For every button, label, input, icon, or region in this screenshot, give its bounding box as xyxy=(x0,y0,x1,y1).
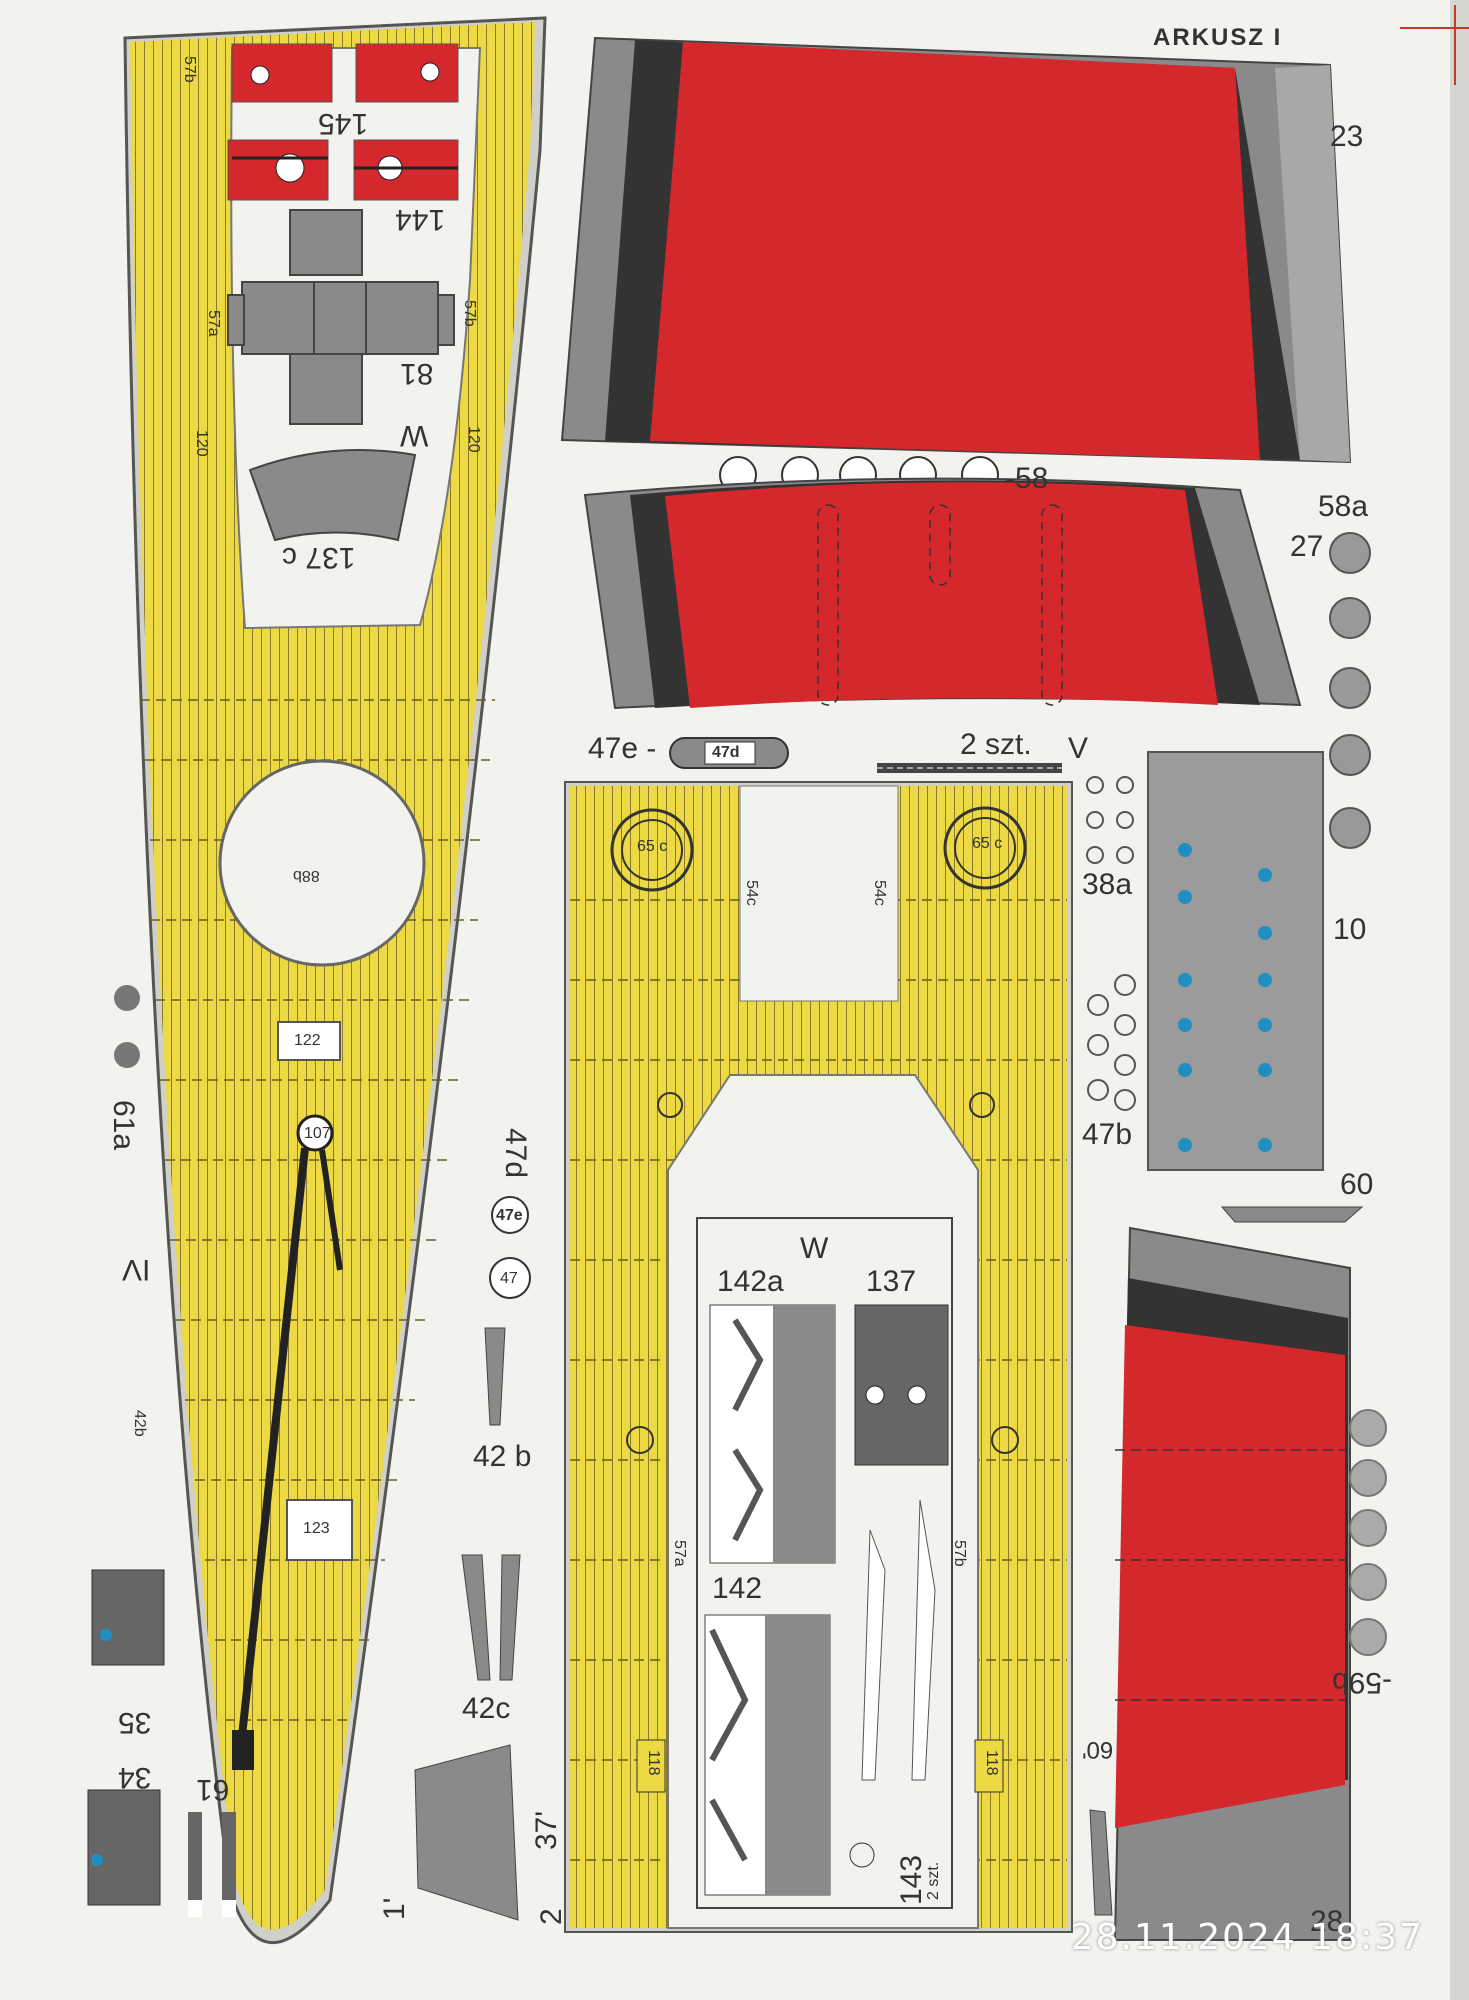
label-38a: 38a xyxy=(1082,868,1133,901)
sheet-title: ARKUSZ I xyxy=(1153,24,1283,51)
label-137c: 137 c xyxy=(282,541,356,574)
label-47-circle: 47 xyxy=(500,1270,518,1287)
part-37 xyxy=(414,1744,519,1921)
label-144: 144 xyxy=(395,203,446,236)
label-34: 34 xyxy=(118,1761,152,1794)
label-60-prime: 60' xyxy=(1082,1736,1114,1763)
circle-part-88b xyxy=(218,759,426,967)
label-143: 143 xyxy=(895,1854,928,1905)
small-rings xyxy=(1086,776,1136,1111)
label-47b: 47b xyxy=(1082,1118,1133,1151)
label-10: 10 xyxy=(1333,913,1367,946)
label-118-right: 118 xyxy=(983,1750,1000,1776)
label-122: 122 xyxy=(294,1032,321,1049)
label-42b-left: 42b xyxy=(131,1410,148,1437)
part-42b xyxy=(484,1327,506,1426)
label-107: 107 xyxy=(304,1125,331,1142)
label-60: 60 xyxy=(1340,1168,1374,1201)
label-120-right: 120 xyxy=(465,426,482,453)
disc-47 xyxy=(489,1257,531,1299)
part-42c-a xyxy=(461,1554,491,1681)
label-42b: 42 b xyxy=(473,1440,532,1473)
label-2: 2 xyxy=(535,1908,568,1925)
photo-timestamp: 28.11.2024 18:37 xyxy=(1070,1917,1424,1958)
label-47d-big: 47d xyxy=(499,1128,532,1179)
box-123 xyxy=(286,1499,353,1561)
label-2szt: 2 szt. xyxy=(960,728,1032,761)
strip-60-prime xyxy=(1089,1809,1113,1916)
label-88b: 88b xyxy=(293,867,320,884)
disc-61a-1 xyxy=(114,985,140,1011)
chain-line xyxy=(232,1114,343,1770)
registration-mark xyxy=(1400,5,1469,85)
label-61: 61 xyxy=(196,1773,230,1806)
label-57a: 57a xyxy=(671,1540,688,1567)
label-142a: 142a xyxy=(717,1265,784,1298)
strip-61-b xyxy=(222,1812,236,1917)
label-137: 137 xyxy=(866,1265,917,1298)
label-27: 27 xyxy=(1290,530,1324,563)
gray-box-part xyxy=(227,209,455,425)
label-47e: 47e - xyxy=(588,732,657,765)
inner-panel-w xyxy=(696,1217,953,1909)
label-81: 81 xyxy=(400,357,434,390)
label-57b-top: 57b xyxy=(461,300,478,327)
label-123: 123 xyxy=(303,1520,330,1537)
label-142: 142 xyxy=(712,1572,763,1605)
label-35: 35 xyxy=(118,1706,152,1739)
label-54c-left: 54c xyxy=(743,880,760,906)
label-23: 23 xyxy=(1330,120,1364,153)
label-2szt-small: 2 szt. xyxy=(925,1861,942,1900)
discs-59b xyxy=(1349,1409,1387,1656)
label-54c-right: 54c xyxy=(871,880,888,906)
label-145: 145 xyxy=(318,107,369,140)
label-65c-left: 65 c xyxy=(637,838,668,855)
label-w-lower: W xyxy=(800,1232,829,1265)
strip-60 xyxy=(1220,1206,1364,1223)
label-1: 1' xyxy=(378,1897,411,1920)
box-122 xyxy=(277,1021,341,1061)
label-37: 37' xyxy=(530,1810,563,1850)
label-47d-small: 47d xyxy=(712,744,740,761)
hull-part-23 xyxy=(560,36,1352,464)
label-42c: 42c xyxy=(462,1692,511,1725)
label-120-left: 120 xyxy=(193,430,210,457)
disc-47e xyxy=(491,1196,529,1234)
plate-10 xyxy=(1147,751,1324,1171)
label-28: 28 xyxy=(1310,1905,1344,1938)
label-57b-corner: 57b xyxy=(181,56,198,83)
label-65c-right: 65 c xyxy=(972,835,1003,852)
disc-61a-2 xyxy=(114,1042,140,1068)
part-42c-b xyxy=(499,1554,521,1681)
label-59b: -59b xyxy=(1332,1666,1393,1699)
label-61a: 61a xyxy=(107,1100,140,1151)
label-47e-circle: 47e xyxy=(496,1207,523,1224)
label-58a: 58a xyxy=(1318,490,1369,523)
strip-v xyxy=(877,763,1062,773)
label-v: V xyxy=(1068,732,1089,765)
label-118-left: 118 xyxy=(645,1750,662,1776)
plate-35 xyxy=(91,1569,165,1666)
link-47d xyxy=(669,737,789,769)
label-58: -58 xyxy=(1005,462,1049,495)
label-57a-top: 57a xyxy=(205,310,222,337)
hull-part-28 xyxy=(1113,1226,1351,1941)
hull-part-27 xyxy=(583,477,1302,710)
label-57b: 57b xyxy=(951,1540,968,1567)
curved-part-137c xyxy=(248,449,417,542)
discs-58a xyxy=(1329,532,1371,849)
strip-61-a xyxy=(188,1812,202,1917)
label-w-upper: W xyxy=(400,419,429,452)
plate-34 xyxy=(87,1789,161,1906)
label-iv: IV xyxy=(122,1253,151,1286)
flag-parts xyxy=(227,43,459,201)
